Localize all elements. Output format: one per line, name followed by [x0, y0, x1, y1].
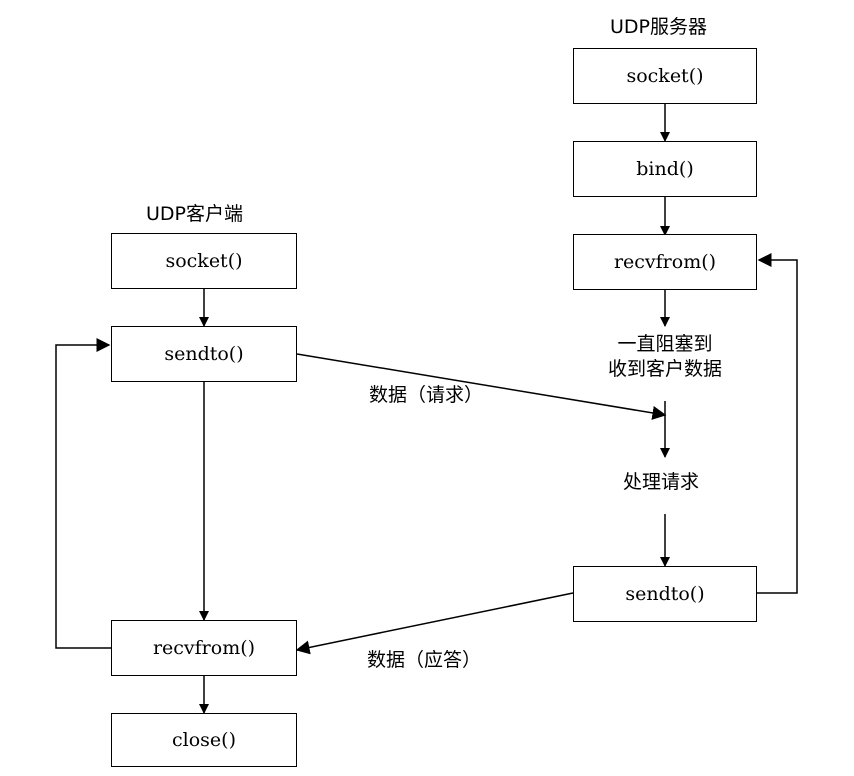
arrow-reply-message [295, 592, 574, 655]
server-socket-box: socket() [573, 48, 757, 104]
server-block-line2: 收到客户数据 [607, 357, 722, 380]
server-title: UDP服务器 [610, 16, 707, 38]
server-bind-box: bind() [573, 141, 757, 197]
request-message-label: 数据（请求） [369, 384, 484, 406]
client-recvfrom-box: recvfrom() [111, 620, 297, 676]
client-close-box: close() [111, 713, 297, 767]
client-title: UDP客户端 [146, 203, 243, 225]
reply-message-label: 数据（应答） [367, 649, 482, 671]
server-block-text: 一直阻塞到 收到客户数据 [585, 332, 745, 381]
arrow-request-message [296, 353, 667, 420]
client-sendto-box: sendto() [111, 326, 297, 382]
server-sendto-box: sendto() [573, 566, 757, 622]
server-recvfrom-box: recvfrom() [573, 234, 757, 290]
server-block-line1: 一直阻塞到 [617, 333, 713, 355]
arrow-server-loop-back [757, 253, 798, 594]
arrow-client-loop-back [55, 338, 111, 649]
server-process-text: 处理请求 [623, 471, 700, 493]
client-socket-box: socket() [111, 233, 297, 289]
